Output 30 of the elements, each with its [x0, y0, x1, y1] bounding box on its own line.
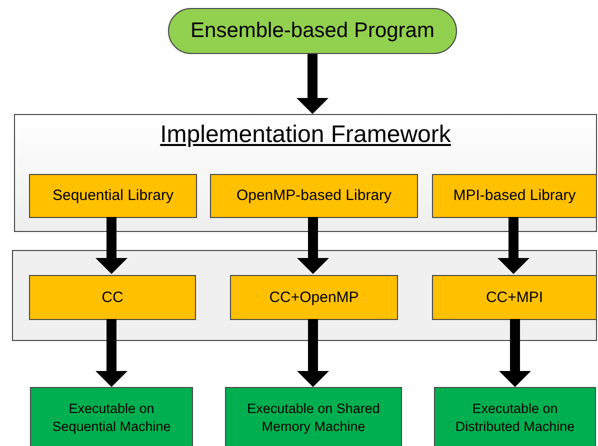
node-label: CC [100, 288, 124, 308]
node-label: Executable on Distributed Machine [454, 400, 576, 436]
output-box [434, 387, 596, 446]
arrow [297, 319, 329, 387]
process-box [210, 174, 418, 218]
process-box [432, 174, 597, 218]
arrow [96, 319, 128, 387]
node-label: OpenMP-based Library [235, 186, 393, 206]
start-pill [168, 8, 457, 54]
process-box [29, 275, 196, 320]
arrow [498, 217, 530, 274]
process-box [230, 275, 398, 320]
output-box [30, 387, 193, 446]
process-box [29, 174, 197, 218]
node-label: CC+MPI [484, 288, 544, 308]
node-label: Executable on Sequential Machine [51, 400, 172, 436]
arrow [296, 54, 328, 114]
arrow [96, 217, 128, 274]
node-label: Ensemble-based Program [190, 18, 436, 44]
framework-panel [14, 114, 597, 232]
compiler-panel [12, 250, 597, 341]
process-box [432, 275, 597, 320]
arrow [297, 217, 329, 274]
node-label: Executable on Shared Memory Machine [246, 400, 381, 436]
panel-heading: Implementation Framework [159, 120, 452, 150]
node-label: Sequential Library [52, 186, 174, 206]
node-label: CC+OpenMP [268, 288, 360, 308]
output-box [225, 387, 402, 446]
arrow [499, 319, 531, 387]
node-label: MPI-based Library [452, 186, 577, 206]
